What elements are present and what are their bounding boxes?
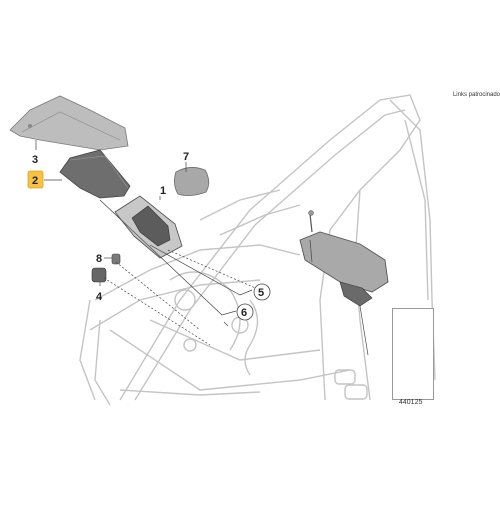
callout-2[interactable]: 2 [32,175,38,187]
callout-5-circle [253,283,271,301]
part-8-clip [111,253,121,265]
part-3-cover [9,95,129,151]
body-frame [79,94,436,406]
legend-frame [392,308,434,400]
callout-3[interactable]: 3 [32,154,38,166]
part-4-clip [91,267,107,283]
dashed-leaders [103,249,261,346]
callout-6[interactable]: 6 [241,307,247,319]
part-2-duct [59,149,131,199]
callout-4[interactable]: 4 [96,291,103,303]
callout-8[interactable]: 8 [96,253,102,265]
part-7-cap [174,167,210,196]
sponsored-links-label[interactable]: Links patrocinado [452,92,500,98]
part-1-bracket [114,195,183,259]
leader-lines [35,140,369,356]
callout-7[interactable]: 7 [183,151,189,163]
callout-6-circle [236,303,254,321]
callout-5[interactable]: 5 [258,287,264,299]
housing-part [299,210,389,307]
diagram-code: 440125 [399,399,423,406]
highlight-box [27,170,44,189]
callout-1[interactable]: 1 [160,185,166,197]
